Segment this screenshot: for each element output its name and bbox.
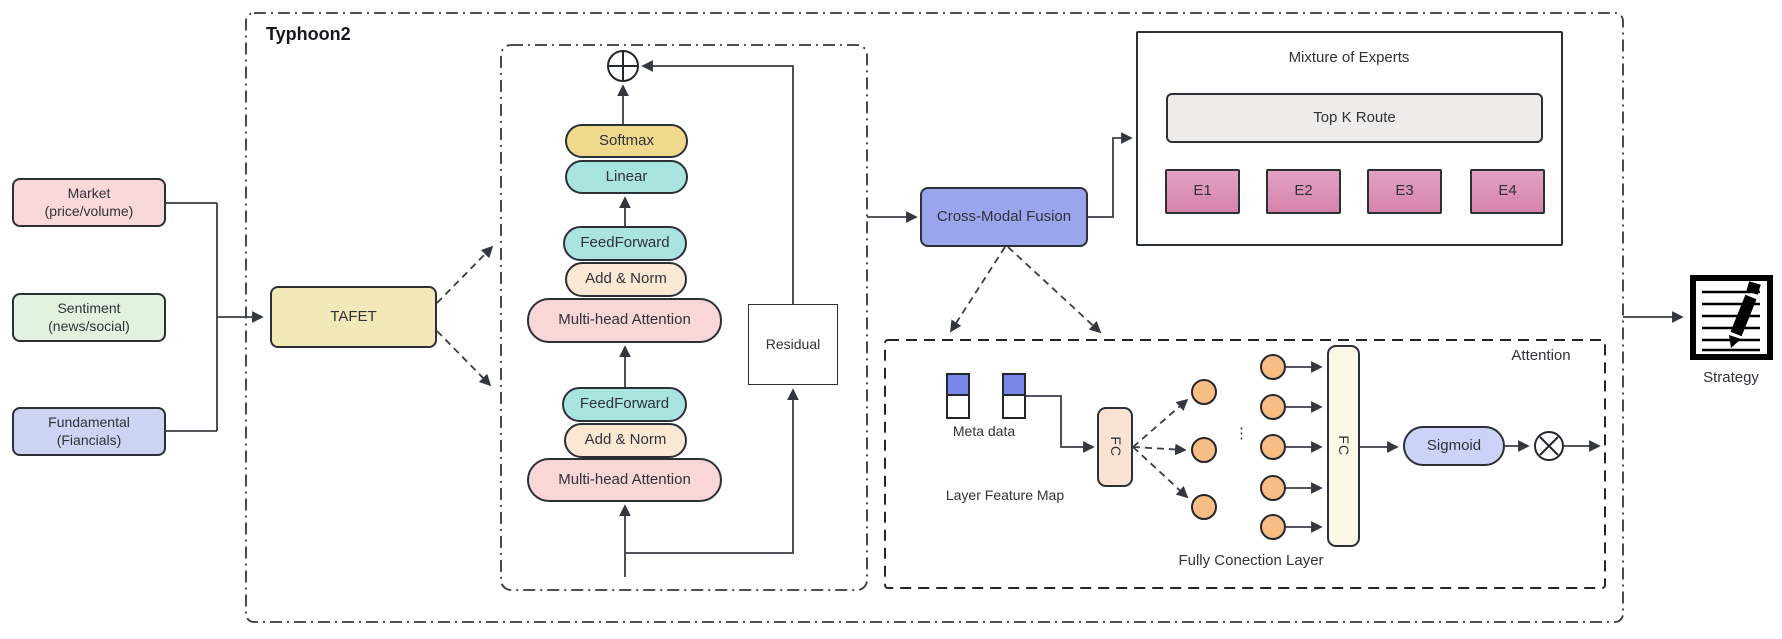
residual-box: Residual [748, 304, 838, 385]
sigmoid-pill: Sigmoid [1403, 426, 1505, 466]
expert-box-e1: E1 [1165, 169, 1240, 214]
market-line1: Market [67, 185, 111, 201]
neuron-nodes-left [1191, 379, 1217, 520]
strategy-label: Strategy [1703, 369, 1759, 386]
sentiment-line1: Sentiment [57, 300, 121, 316]
meta-cell-1-white [946, 394, 970, 419]
fc-box-right: FC [1327, 345, 1360, 547]
expert-box-e4: E4 [1470, 169, 1545, 214]
fc-left-label: FC [1107, 436, 1124, 458]
input-market-box: Market (price/volume) [12, 178, 166, 227]
input-fundamental-box: Fundamental (Fiancials) [12, 407, 166, 456]
neuron-nodes-right [1260, 354, 1286, 540]
fc-right-label: FC [1336, 435, 1353, 457]
tafet-box: TAFET [270, 286, 437, 348]
fundamental-line1: Fundamental [48, 414, 130, 430]
sum-icon [607, 50, 639, 82]
fc-box-left: FC [1097, 407, 1133, 487]
layer-feature-map-label: Layer Feature Map [945, 487, 1065, 503]
strategy-icon [1690, 275, 1773, 360]
multihead-attention-pill-upper: Multi-head Attention [527, 298, 722, 343]
fully-connection-layer-label: Fully Conection Layer [1178, 552, 1324, 569]
transformer-frame [500, 44, 868, 591]
connectors [166, 60, 1684, 577]
meta-data-label: Meta data [952, 423, 1016, 439]
expert-box-e2: E2 [1266, 169, 1341, 214]
meta-cell-1-blue [946, 373, 970, 396]
diagram-title: Typhoon2 [266, 24, 351, 44]
multihead-attention-pill-lower: Multi-head Attention [527, 458, 722, 502]
addnorm-pill-lower: Add & Norm [564, 423, 687, 458]
expert-box-e3: E3 [1367, 169, 1442, 214]
multiply-icon [1534, 431, 1564, 461]
market-line2: (price/volume) [44, 202, 134, 219]
top-k-route-box: Top K Route [1166, 93, 1543, 143]
attention-frame [884, 339, 1606, 589]
sentiment-line2: (news/social) [48, 317, 130, 334]
feedforward-pill-lower: FeedForward [562, 387, 687, 422]
addnorm-pill-upper: Add & Norm [565, 262, 687, 297]
input-sentiment-box: Sentiment (news/social) [12, 293, 166, 342]
feedforward-pill-upper: FeedForward [563, 226, 687, 261]
attention-title: Attention [1511, 347, 1571, 364]
fundamental-line2: (Fiancials) [56, 431, 122, 448]
softmax-pill: Softmax [565, 124, 688, 158]
linear-pill: Linear [565, 160, 688, 194]
meta-cell-2-white [1002, 394, 1026, 419]
moe-title: Mixture of Experts [1288, 49, 1410, 66]
meta-cell-2-blue [1002, 373, 1026, 396]
cross-modal-fusion-box: Cross-Modal Fusion [920, 187, 1088, 247]
dots-ellipsis: ⋮ [1234, 425, 1249, 442]
